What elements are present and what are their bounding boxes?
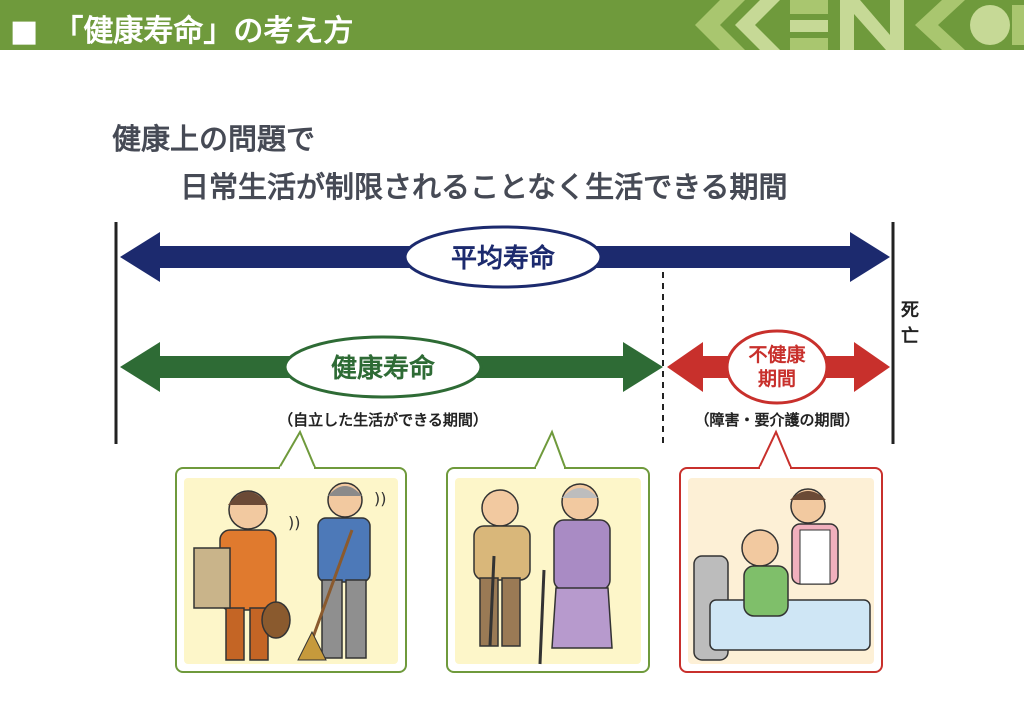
header-decoration xyxy=(690,0,1024,50)
svg-text:)): )) xyxy=(374,489,386,508)
healthy-lifespan-label: 健康寿命 xyxy=(331,353,436,384)
death-label-2: 亡 xyxy=(901,325,919,347)
unhealthy-period-arrow: 不健康 期間 xyxy=(667,329,890,405)
active-elderly-couple-illustration: )) )) xyxy=(193,482,386,661)
healthy-lifespan-note: （自立した生活ができる期間） xyxy=(278,411,488,429)
definition-line-2: 日常生活が制限されることなく生活できる期間 xyxy=(180,170,788,204)
bedridden-patient-with-caregiver-illustration xyxy=(693,488,871,661)
bubble-pointer-2 xyxy=(532,429,568,471)
bubble-pointer-1 xyxy=(276,429,318,471)
bubble-pointer-3 xyxy=(756,429,794,471)
svg-text:)): )) xyxy=(288,513,300,532)
unhealthy-period-label-1: 不健康 xyxy=(748,343,806,366)
header-bar: ■ 「健康寿命」の考え方 xyxy=(0,0,1024,50)
average-lifespan-arrow: 平均寿命 xyxy=(120,225,890,289)
death-label-1: 死 xyxy=(901,300,919,321)
page-title: ■ 「健康寿命」の考え方 xyxy=(10,14,354,49)
average-lifespan-label: 平均寿命 xyxy=(451,243,556,274)
unhealthy-period-label-2: 期間 xyxy=(758,368,796,390)
healthy-lifespan-arrow: 健康寿命 xyxy=(120,335,663,399)
unhealthy-period-note: （障害・要介護の期間） xyxy=(694,411,859,429)
elderly-couple-with-canes-illustration xyxy=(473,483,613,665)
definition-line-1: 健康上の問題で xyxy=(112,122,316,156)
